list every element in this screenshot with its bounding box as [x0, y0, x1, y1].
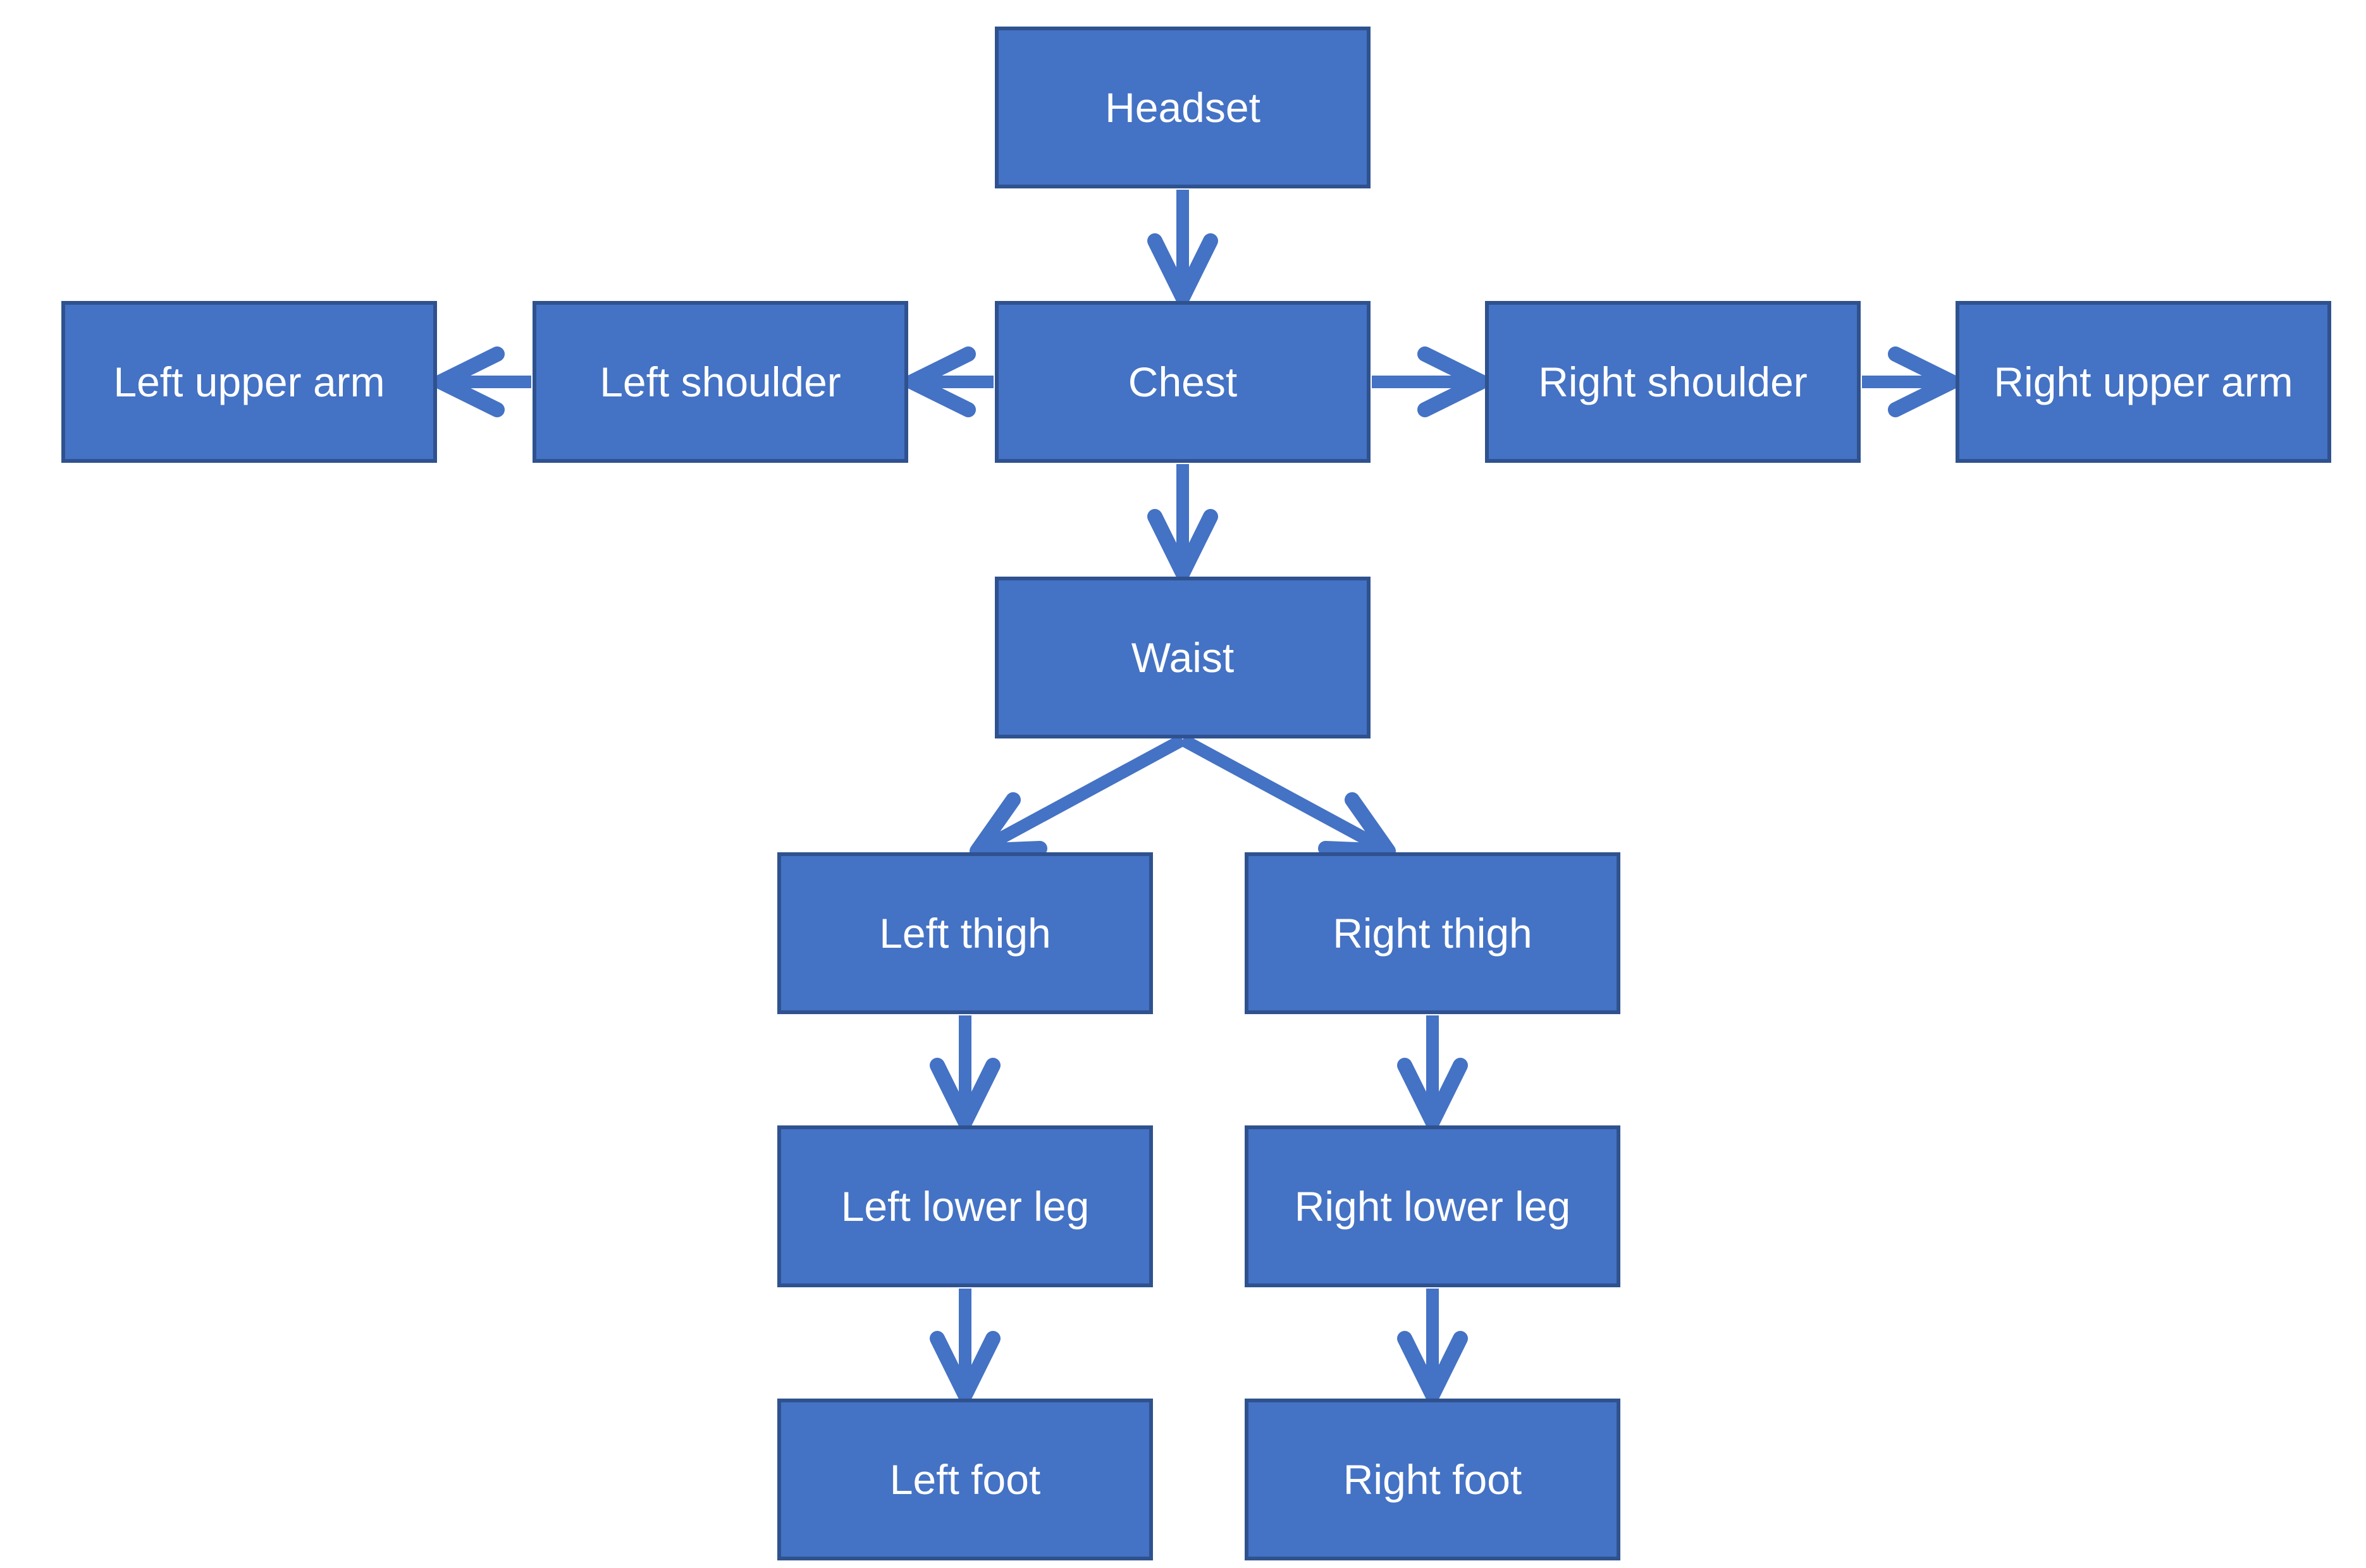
arrow-left-thigh-to-left-lower-leg — [930, 1015, 1001, 1129]
node-left-thigh: Left thigh — [777, 852, 1153, 1014]
node-label: Left thigh — [879, 909, 1051, 957]
node-right-thigh: Right thigh — [1245, 852, 1620, 1014]
arrow-headset-to-chest — [1147, 190, 1218, 305]
arrow-chest-to-waist — [1147, 464, 1218, 580]
arrow-waist-to-left-thigh — [970, 734, 1186, 859]
node-label: Left shoulder — [600, 358, 841, 405]
node-label: Left lower leg — [841, 1182, 1090, 1230]
arrow-chest-to-left-shoulder — [904, 346, 994, 417]
arrow-waist-to-right-thigh — [1180, 734, 1396, 859]
node-left-foot: Left foot — [777, 1399, 1153, 1560]
node-label: Right thigh — [1333, 909, 1532, 957]
node-left-shoulder: Left shoulder — [533, 301, 908, 463]
arrow-left-lower-leg-to-left-foot — [930, 1289, 1001, 1402]
arrow-right-lower-leg-to-right-foot — [1397, 1289, 1468, 1402]
node-left-lower-leg: Left lower leg — [777, 1125, 1153, 1287]
node-label: Left foot — [889, 1455, 1041, 1503]
node-right-upper-arm: Right upper arm — [1956, 301, 2331, 463]
node-label: Right lower leg — [1294, 1182, 1571, 1230]
arrow-chest-to-right-shoulder — [1372, 346, 1489, 417]
node-right-foot: Right foot — [1245, 1399, 1620, 1560]
node-label: Right foot — [1343, 1455, 1522, 1503]
node-waist: Waist — [995, 577, 1371, 738]
node-left-upper-arm: Left upper arm — [61, 301, 437, 463]
node-label: Chest — [1128, 358, 1238, 405]
node-right-shoulder: Right shoulder — [1485, 301, 1861, 463]
node-chest: Chest — [995, 301, 1371, 463]
node-right-lower-leg: Right lower leg — [1245, 1125, 1620, 1287]
arrow-right-shoulder-to-right-upper-arm — [1862, 346, 1959, 417]
node-headset: Headset — [995, 27, 1371, 188]
node-label: Right upper arm — [1993, 358, 2293, 405]
arrow-left-shoulder-to-left-upper-arm — [433, 346, 531, 417]
node-label: Right shoulder — [1538, 358, 1808, 405]
arrow-right-thigh-to-right-lower-leg — [1397, 1015, 1468, 1129]
node-label: Left upper arm — [113, 358, 385, 405]
node-label: Headset — [1105, 83, 1260, 131]
node-label: Waist — [1131, 634, 1235, 681]
